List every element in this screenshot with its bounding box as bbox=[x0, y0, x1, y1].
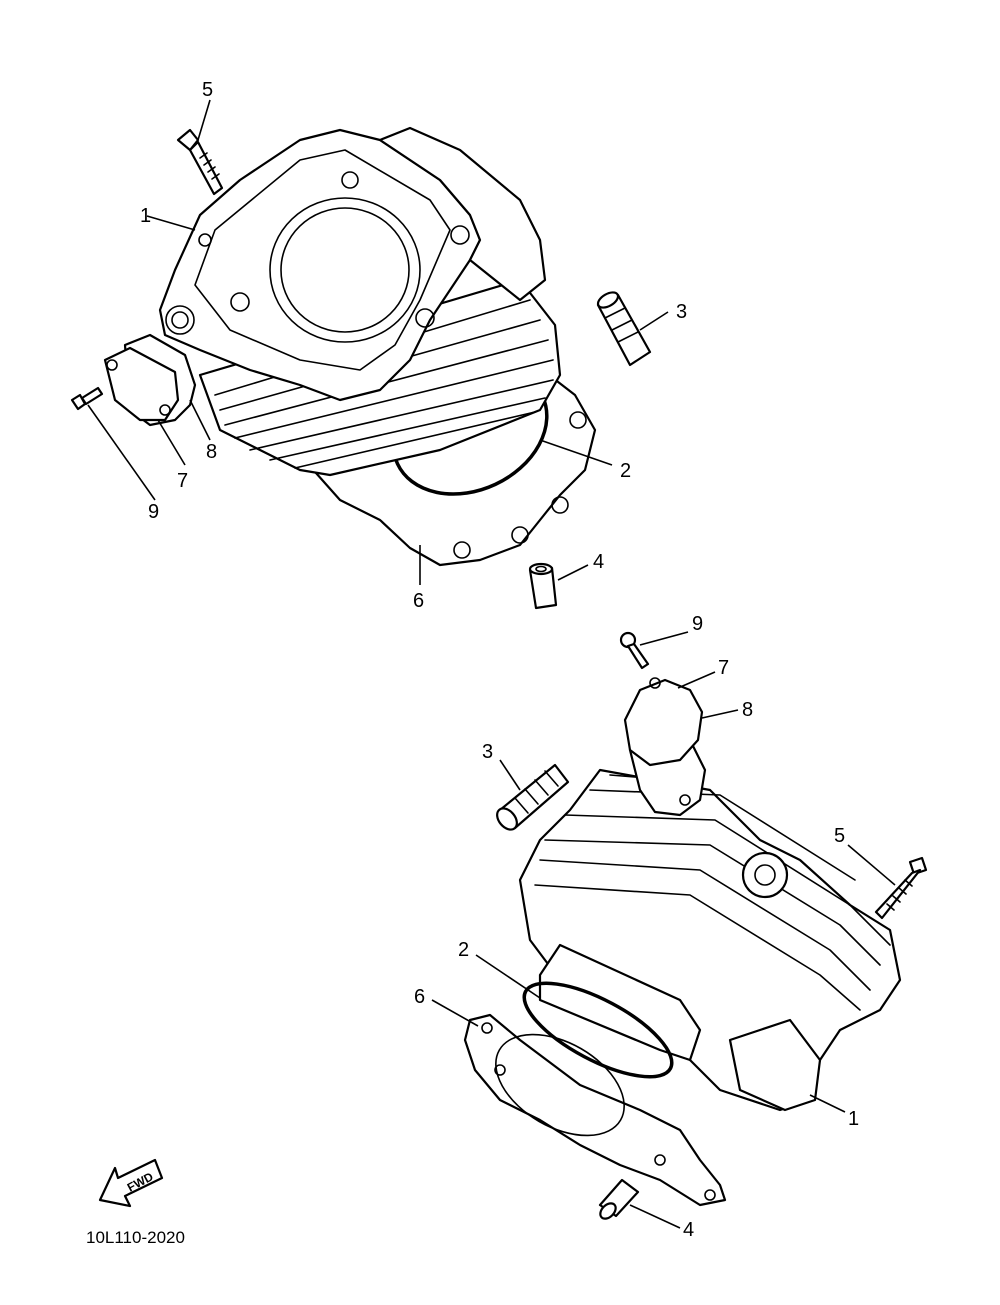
bottom-callout-4: 4 bbox=[683, 1219, 694, 1241]
bottom-dowel-pin-4 bbox=[598, 1178, 640, 1220]
bottom-side-cover-7 bbox=[623, 677, 707, 817]
top-callout-4: 4 bbox=[593, 551, 604, 573]
bottom-cylinder-block bbox=[518, 768, 902, 1112]
top-cylinder-assembly: 1 2 3 4 5 6 7 8 9 bbox=[70, 79, 687, 612]
top-side-cover-7 bbox=[103, 333, 197, 427]
bottom-callout-1: 1 bbox=[848, 1108, 859, 1130]
bottom-callout-3: 3 bbox=[482, 741, 493, 763]
top-dowel-pin-3 bbox=[596, 291, 652, 367]
bottom-callout-9: 9 bbox=[692, 613, 703, 635]
bottom-dowel-pin-3 bbox=[496, 763, 570, 831]
bottom-screw-9 bbox=[619, 631, 650, 670]
bottom-cylinder-o-ring bbox=[522, 981, 674, 1079]
top-bolt-5 bbox=[176, 128, 224, 196]
top-callout-1: 1 bbox=[140, 205, 151, 227]
top-callout-5: 5 bbox=[202, 79, 213, 101]
top-callout-7: 7 bbox=[177, 470, 188, 492]
bottom-callout-8: 8 bbox=[742, 699, 753, 721]
forward-arrow: FWD bbox=[98, 1158, 164, 1208]
bottom-callout-2: 2 bbox=[458, 939, 469, 961]
top-callout-2: 2 bbox=[620, 460, 631, 482]
top-callout-6: 6 bbox=[413, 590, 424, 612]
top-screw-9 bbox=[70, 386, 104, 411]
bottom-bolt-5 bbox=[874, 856, 928, 920]
bottom-callout-6: 6 bbox=[414, 986, 425, 1008]
top-callout-9: 9 bbox=[148, 501, 159, 523]
top-cylinder-block bbox=[158, 126, 597, 567]
bottom-callout-5: 5 bbox=[834, 825, 845, 847]
top-callout-3: 3 bbox=[676, 301, 687, 323]
bottom-callout-7: 7 bbox=[718, 657, 729, 679]
bottom-cylinder-assembly: 1 2 3 4 5 6 7 8 9 bbox=[414, 613, 928, 1241]
diagram-code: 10L110-2020 bbox=[86, 1228, 185, 1247]
bottom-base-gasket bbox=[463, 1013, 727, 1207]
top-dowel-pin-4 bbox=[528, 562, 558, 610]
top-callout-8: 8 bbox=[206, 441, 217, 463]
